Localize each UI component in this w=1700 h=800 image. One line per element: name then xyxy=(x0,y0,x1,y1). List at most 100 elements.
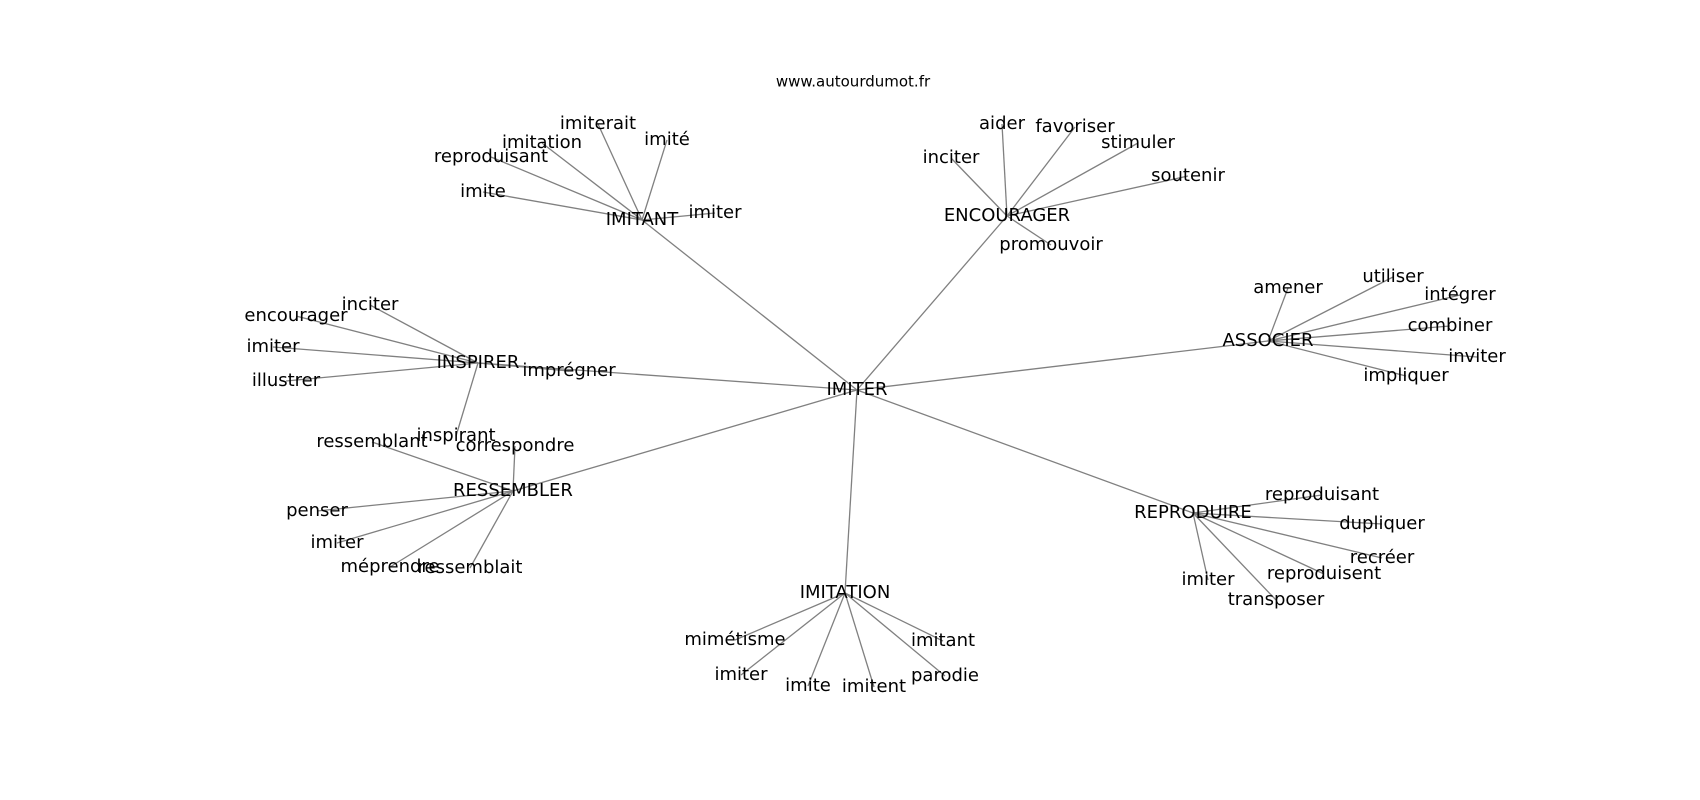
edge-imitation-3 xyxy=(844,592,875,688)
edge-associer-2 xyxy=(1267,294,1461,342)
edge-root-reproduire xyxy=(856,389,1194,514)
node-leaf-encourager-1[interactable]: favoriser xyxy=(1035,116,1115,137)
node-hub-imitant[interactable]: IMITANT xyxy=(606,209,680,230)
node-leaf-ressembler-5[interactable]: ressemblait xyxy=(418,557,523,578)
node-hub-imitation[interactable]: IMITATION xyxy=(800,582,891,603)
node-hub-reproduire[interactable]: REPRODUIRE xyxy=(1134,502,1252,523)
edge-imitant-4 xyxy=(482,191,643,221)
node-hub-associer[interactable]: ASSOCIER xyxy=(1222,330,1313,351)
node-hub-inspirer[interactable]: INSPIRER xyxy=(437,352,520,373)
edge-inspirer-1 xyxy=(295,315,479,364)
node-leaf-associer-0[interactable]: amener xyxy=(1253,277,1323,298)
edge-imitation-1 xyxy=(740,592,846,676)
edge-reproduire-0 xyxy=(1192,494,1323,514)
node-root[interactable]: IMITER xyxy=(826,379,887,400)
node-leaf-ressembler-3[interactable]: imiter xyxy=(310,532,364,553)
edge-encourager-1 xyxy=(1006,126,1076,217)
node-leaf-imitant-5[interactable]: imiter xyxy=(688,202,742,223)
node-leaf-imitation-4[interactable]: imitant xyxy=(911,630,975,651)
edge-ressembler-4 xyxy=(389,490,514,568)
edge-encourager-5 xyxy=(1006,215,1052,246)
edge-inspirer-3 xyxy=(285,362,479,382)
node-leaf-encourager-2[interactable]: stimuler xyxy=(1101,132,1175,153)
node-leaf-encourager-3[interactable]: inciter xyxy=(923,147,980,168)
edge-reproduire-2 xyxy=(1192,512,1383,559)
node-leaf-associer-3[interactable]: combiner xyxy=(1408,315,1493,336)
node-leaf-imitant-3[interactable]: reproduisant xyxy=(434,146,548,167)
edge-imitation-4 xyxy=(844,592,944,642)
edge-root-encourager xyxy=(856,215,1008,391)
node-leaf-imitant-0[interactable]: imiterait xyxy=(560,113,636,134)
edge-ressembler-5 xyxy=(469,490,514,569)
node-leaf-associer-1[interactable]: utiliser xyxy=(1362,266,1424,287)
node-leaf-ressembler-4[interactable]: méprendre xyxy=(340,556,439,577)
edge-imitant-0 xyxy=(597,123,643,221)
node-leaf-ressembler-1[interactable]: correspondre xyxy=(456,435,575,456)
edge-encourager-2 xyxy=(1006,142,1139,217)
node-leaf-reproduire-4[interactable]: imiter xyxy=(1181,569,1235,590)
edge-root-ressembler xyxy=(512,389,858,492)
node-leaf-imitant-2[interactable]: imité xyxy=(644,129,690,150)
edge-reproduire-5 xyxy=(1192,512,1277,601)
node-leaf-encourager-0[interactable]: aider xyxy=(979,113,1026,134)
node-hub-encourager[interactable]: ENCOURAGER xyxy=(944,205,1070,226)
edge-imitant-5 xyxy=(641,212,716,221)
edge-reproduire-1 xyxy=(1192,512,1383,525)
edge-imitant-2 xyxy=(641,139,668,221)
node-leaf-imitation-5[interactable]: parodie xyxy=(911,665,979,686)
edge-root-imitant xyxy=(641,219,858,391)
node-leaf-ressembler-0[interactable]: ressemblant xyxy=(316,431,427,452)
node-leaf-imitation-1[interactable]: imiter xyxy=(714,664,768,685)
edge-imitation-0 xyxy=(734,592,846,641)
edge-imitant-3 xyxy=(490,156,643,221)
node-leaf-imitant-1[interactable]: imitation xyxy=(502,132,582,153)
node-leaf-inspirer-0[interactable]: inciter xyxy=(342,294,399,315)
edge-root-inspirer xyxy=(477,362,858,391)
node-leaf-associer-2[interactable]: intégrer xyxy=(1424,284,1496,305)
node-leaf-encourager-5[interactable]: promouvoir xyxy=(999,234,1103,255)
node-leaf-reproduire-3[interactable]: reproduisent xyxy=(1267,563,1381,584)
node-leaf-inspirer-4[interactable]: imprégner xyxy=(522,360,616,381)
node-leaf-associer-5[interactable]: impliquer xyxy=(1363,365,1449,386)
node-leaf-encourager-4[interactable]: soutenir xyxy=(1151,165,1225,186)
node-leaf-inspirer-5[interactable]: inspirant xyxy=(416,425,495,446)
edge-associer-5 xyxy=(1267,340,1407,377)
edge-inspirer-0 xyxy=(369,304,479,364)
edge-reproduire-4 xyxy=(1192,512,1209,581)
edge-associer-0 xyxy=(1267,287,1289,342)
node-leaf-reproduire-2[interactable]: recréer xyxy=(1350,547,1415,568)
graph-edges xyxy=(272,123,1478,688)
edge-inspirer-4 xyxy=(477,362,570,372)
edge-encourager-4 xyxy=(1006,175,1189,217)
edge-imitant-1 xyxy=(541,142,643,221)
node-leaf-inspirer-2[interactable]: imiter xyxy=(246,336,300,357)
node-leaf-inspirer-3[interactable]: illustrer xyxy=(252,370,321,391)
edge-root-associer xyxy=(856,340,1269,391)
edge-ressembler-0 xyxy=(371,441,514,492)
edge-root-imitation xyxy=(844,389,858,594)
node-leaf-ressembler-2[interactable]: penser xyxy=(286,500,348,521)
edge-ressembler-3 xyxy=(336,490,514,544)
site-watermark[interactable]: www.autourdumot.fr xyxy=(776,73,931,91)
edge-encourager-0 xyxy=(1001,123,1008,217)
node-leaf-reproduire-5[interactable]: transposer xyxy=(1228,589,1325,610)
node-leaf-reproduire-1[interactable]: dupliquer xyxy=(1339,513,1425,534)
node-leaf-imitation-3[interactable]: imitent xyxy=(842,676,906,697)
edge-reproduire-3 xyxy=(1192,512,1325,575)
edge-imitation-2 xyxy=(807,592,846,687)
edge-inspirer-2 xyxy=(272,346,479,364)
node-leaf-imitation-2[interactable]: imite xyxy=(785,675,831,696)
node-leaf-associer-4[interactable]: inviter xyxy=(1448,346,1506,367)
edge-encourager-3 xyxy=(950,157,1008,217)
node-leaf-imitant-4[interactable]: imite xyxy=(460,181,506,202)
edge-associer-4 xyxy=(1267,340,1478,358)
node-leaf-reproduire-0[interactable]: reproduisant xyxy=(1265,484,1379,505)
node-leaf-inspirer-1[interactable]: encourager xyxy=(244,305,348,326)
edge-inspirer-5 xyxy=(455,362,479,437)
node-leaf-imitation-0[interactable]: mimétisme xyxy=(684,629,785,650)
edge-imitation-5 xyxy=(844,592,946,677)
node-hub-ressembler[interactable]: RESSEMBLER xyxy=(453,480,573,501)
edge-ressembler-1 xyxy=(512,445,516,492)
